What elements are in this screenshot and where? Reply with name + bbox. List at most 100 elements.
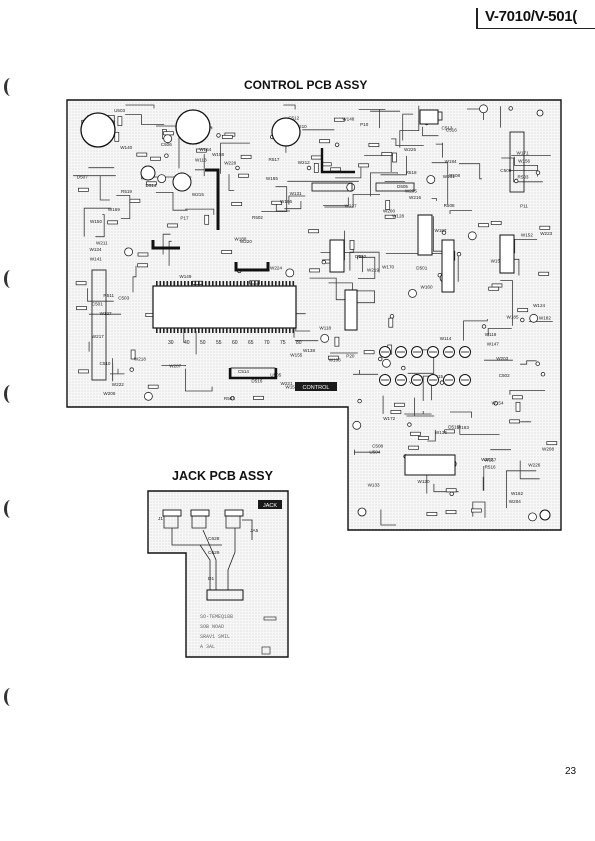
capacitor-small [320,333,330,343]
resistor [426,512,438,516]
solder-pad [441,230,447,235]
part-label: W133 [368,482,380,487]
small-ic [441,239,455,293]
mounting-hole [539,509,551,521]
ic-pin [278,281,281,286]
ic-pin [268,281,270,286]
pcb-trace [520,421,532,423]
part-label: C509 [500,168,511,173]
pcb-trace [380,155,407,176]
main-ic [152,285,297,329]
ic-pin [170,281,172,286]
part-label: W152 [521,232,533,237]
resistor [512,395,523,400]
part-label: P11 [520,203,528,208]
pcb-trace [125,104,155,109]
small-ic [344,289,358,331]
small-ics [329,109,515,476]
solder-pad [535,170,541,175]
ic-pin [187,328,190,333]
pcb-trace [435,142,443,158]
part-label: W151 [285,385,297,390]
ic-pin [173,328,176,333]
pcb-trace [95,214,105,238]
part-label: W206 [103,391,115,396]
part-label: R502 [252,215,263,220]
ic-pin [166,281,169,286]
part-label: W170 [382,265,394,270]
ic-pin [275,328,277,333]
ic-pin [271,328,274,333]
part-label: R511 [103,293,114,298]
capacitor-small [346,182,356,192]
part-label: W220 [240,239,252,244]
diode [117,116,123,126]
jack-part-label: C629 [208,550,220,556]
ic-pin [219,281,221,286]
pcb-trace [422,375,432,401]
part-label: W124 [533,303,545,308]
solder-pad [230,396,235,401]
jack-connector [206,589,244,601]
part-label: D516 [251,379,262,384]
resistor [271,200,283,205]
diode [204,214,210,225]
jack-plug [162,509,182,517]
part-label: R517 [269,157,280,162]
solder-pad [378,356,383,362]
ic-pin [229,328,232,333]
solder-pad [216,133,221,138]
ic-pin [173,281,176,286]
part-label: W160 [421,285,433,290]
solder-pad [449,491,454,496]
resistor [137,263,148,268]
ic-pin [282,281,284,286]
ic-pin [205,328,207,333]
pcb-trace [99,176,110,201]
part-label: W223 [540,231,552,236]
pcb-trace [399,105,420,148]
control-pcb-title: CONTROL PCB ASSY [244,78,368,92]
capacitor-medium [140,165,156,181]
small-ic [419,109,439,125]
pcb-trace [354,449,380,455]
ic-pins [156,281,295,286]
pcb-trace [194,154,205,177]
part-label: C516 [446,127,457,132]
resistor [538,271,550,276]
pcb-trace [501,157,543,183]
part-label: D507 [77,174,88,179]
jack-marker [263,616,277,621]
part-label: C501 [92,302,103,307]
part-label: C512 [288,115,299,120]
pcb-trace [323,197,349,206]
jack-plug [224,509,244,517]
diode [114,131,120,142]
ic-pin [243,281,246,286]
part-label: C508 [372,443,383,448]
jack-part-label: C628 [208,536,220,542]
resistor [384,214,396,219]
ic-pin [289,281,291,286]
part-label: W131 [290,191,302,196]
part-label: W161 [443,174,455,179]
resistor [334,117,345,122]
ic-pin [156,281,158,286]
pcb-trace [509,390,546,395]
part-label: U503 [114,108,125,113]
part-label: W204 [509,499,521,504]
resistor [308,229,319,234]
part-label: W203 [496,356,508,361]
ic-pin [191,281,193,286]
ic-pin [212,281,214,286]
solder-pad [493,401,498,406]
part-label: W228 [224,160,236,165]
capacitor-small [529,313,539,323]
ic-pin-number: 40 [184,340,190,346]
part-label: W210 [295,124,307,129]
part-label: W155 [290,353,302,358]
resistor [471,508,482,513]
pcb-trace [519,460,540,480]
ic-pin [285,328,288,333]
